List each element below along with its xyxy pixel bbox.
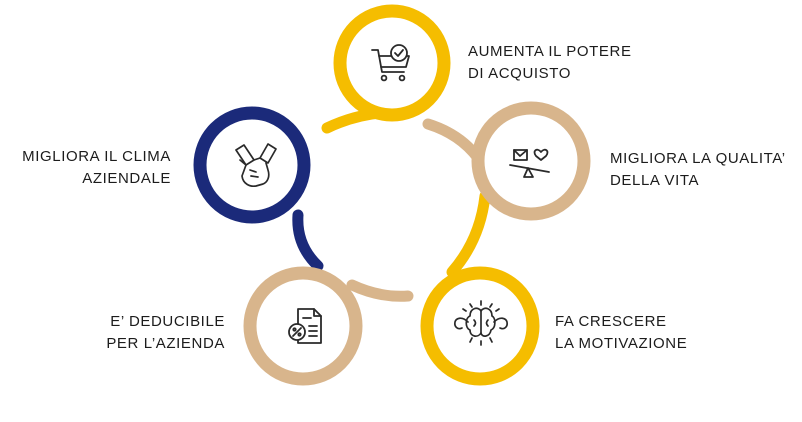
team-hands-icon [235,143,277,188]
circle-aumenta [333,4,451,122]
ring-arc-right-yellow [446,190,491,278]
tax-document-icon [288,308,322,344]
ring-arc-bottom-tan [346,279,414,302]
circle-motivazione [420,266,540,386]
ring-arc-top-right-tan [422,118,484,164]
circle-clima [193,106,311,224]
label-aumenta-potere-acquisto: AUMENTA IL POTERE DI ACQUISTO [468,43,632,82]
shopping-cart-check-icon [371,44,410,82]
strong-brain-icon [454,300,508,346]
label-fa-crescere-motivazione: FA CRESCERE LA MOTIVAZIONE [555,313,688,352]
label-migliora-clima-aziendale: MIGLIORA IL CLIMA AZIENDALE [22,148,171,187]
label-deducibile-azienda: E’ DEDUCIBILE PER L’AZIENDA [106,313,225,352]
ring-arc-left-navy [292,209,324,272]
label-migliora-qualita-vita: MIGLIORA LA QUALITA’ DELLA VITA [610,150,786,189]
circle-qualita [471,101,591,221]
balance-heart-icon [509,148,550,178]
central-ring [292,106,491,302]
